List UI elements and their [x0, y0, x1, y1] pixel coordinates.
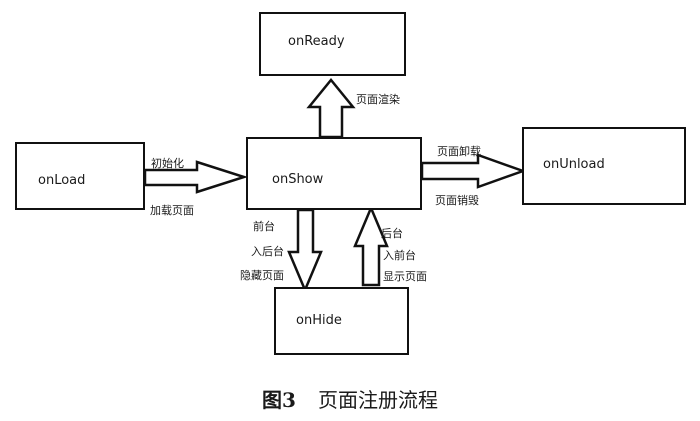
arrow-load-to-show: [143, 160, 249, 194]
node-onunload-label: onUnload: [543, 157, 605, 172]
edge-label-hide-to-show-2: 入前台: [383, 249, 416, 262]
node-onready-label: onReady: [288, 34, 345, 49]
edge-label-show-to-unload-top: 页面卸载: [437, 145, 481, 158]
edge-label-show-to-hide-3: 隐藏页面: [240, 269, 284, 282]
edge-label-load-to-show-bottom: 加载页面: [150, 204, 194, 217]
node-onhide-label: onHide: [296, 313, 342, 328]
edge-label-show-to-hide-1: 前台: [253, 220, 275, 233]
node-onload: [15, 142, 145, 210]
figure-caption: 图3 页面注册流程: [0, 384, 700, 413]
arrow-show-to-ready: [306, 78, 356, 139]
edge-label-show-to-hide-2: 入后台: [251, 245, 284, 258]
arrow-hide-to-show: [353, 204, 389, 287]
arrow-show-to-hide: [287, 208, 323, 294]
edge-label-load-to-show-top: 初始化: [151, 157, 184, 170]
edge-label-hide-to-show-1: 后台: [381, 227, 403, 240]
edge-label-show-to-ready: 页面渲染: [356, 93, 400, 106]
figure-title: 页面注册流程: [317, 388, 438, 412]
node-onhide: [274, 287, 409, 355]
arrow-show-to-unload: [420, 153, 527, 189]
edge-label-hide-to-show-3: 显示页面: [383, 270, 427, 283]
node-onload-label: onLoad: [38, 173, 86, 188]
node-onshow: [246, 137, 422, 210]
node-onready: [259, 12, 406, 76]
node-onshow-label: onShow: [272, 172, 324, 187]
edge-label-show-to-unload-bottom: 页面销毁: [435, 194, 479, 207]
figure-number: 图3: [262, 388, 296, 412]
node-onunload: [522, 127, 686, 205]
